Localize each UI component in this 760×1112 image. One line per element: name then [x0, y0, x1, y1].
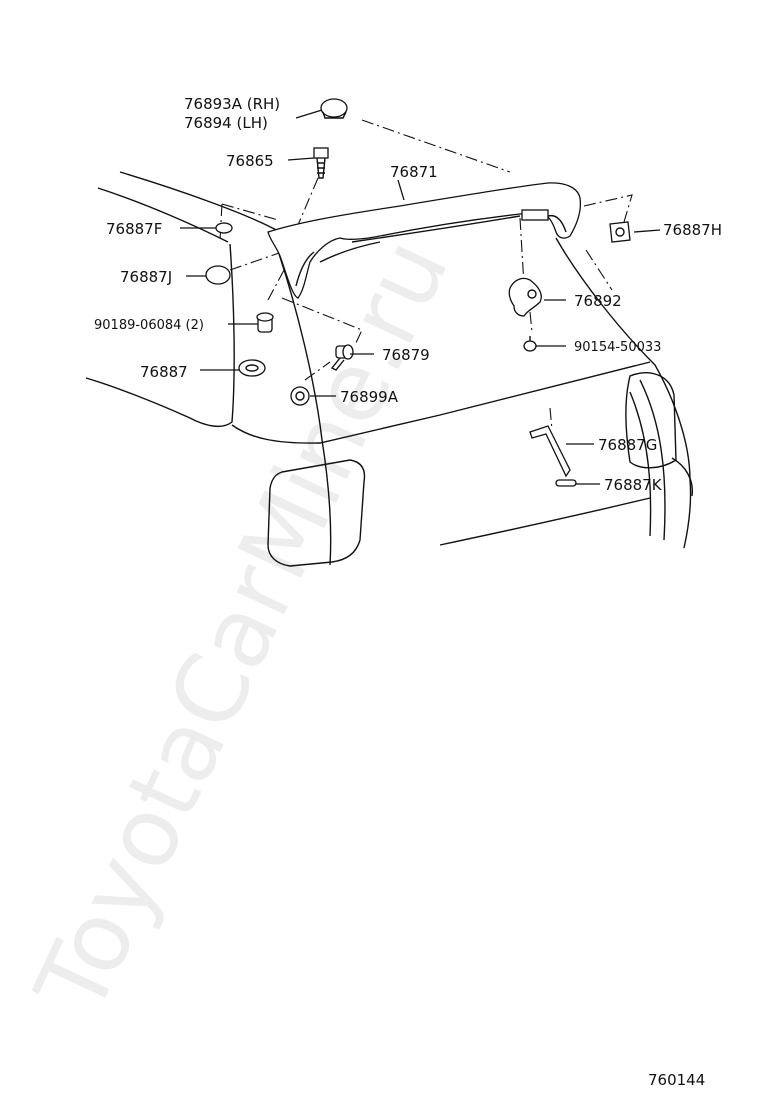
fastener-76879	[330, 344, 354, 371]
leader-lines	[180, 109, 661, 485]
watermark-text: ToyotaCarMine.ru	[14, 222, 470, 1030]
bracket-76892	[508, 277, 542, 317]
label-76879: 76879	[382, 346, 430, 364]
grommet-76887	[238, 359, 266, 377]
label-76887: 76887	[140, 363, 188, 381]
label-76865: 76865	[226, 152, 274, 170]
vehicle-body-outline	[85, 171, 693, 567]
label-90154: 90154-50033	[574, 340, 661, 355]
seal-76887k	[555, 479, 577, 487]
rear-spoiler	[267, 182, 582, 299]
label-76892: 76892	[574, 292, 622, 310]
seal-76887g	[529, 425, 571, 478]
clip-76887f	[215, 222, 233, 234]
label-76887f: 76887F	[106, 220, 162, 238]
label-76887h: 76887H	[663, 221, 722, 239]
diagram-id: 760144	[648, 1071, 705, 1089]
label-90189: 90189-06084 (2)	[94, 318, 204, 333]
label-76887j: 76887J	[120, 268, 172, 286]
clip-76887h	[609, 221, 631, 243]
label-76887g: 76887G	[598, 436, 657, 454]
pad-76887j	[205, 265, 231, 285]
screw-76865	[313, 147, 329, 179]
label-76894: 76894 (LH)	[184, 114, 268, 132]
cap-76893a	[320, 98, 348, 119]
nut-76899a	[290, 386, 310, 406]
label-76887k: 76887K	[604, 476, 663, 494]
bolt-90154	[523, 336, 537, 352]
label-76893a: 76893A (RH)	[184, 95, 280, 113]
label-76871: 76871	[390, 163, 438, 181]
assembly-guide-lines	[219, 119, 633, 431]
label-76899a: 76899A	[340, 388, 399, 406]
bolt-90189	[256, 312, 274, 333]
